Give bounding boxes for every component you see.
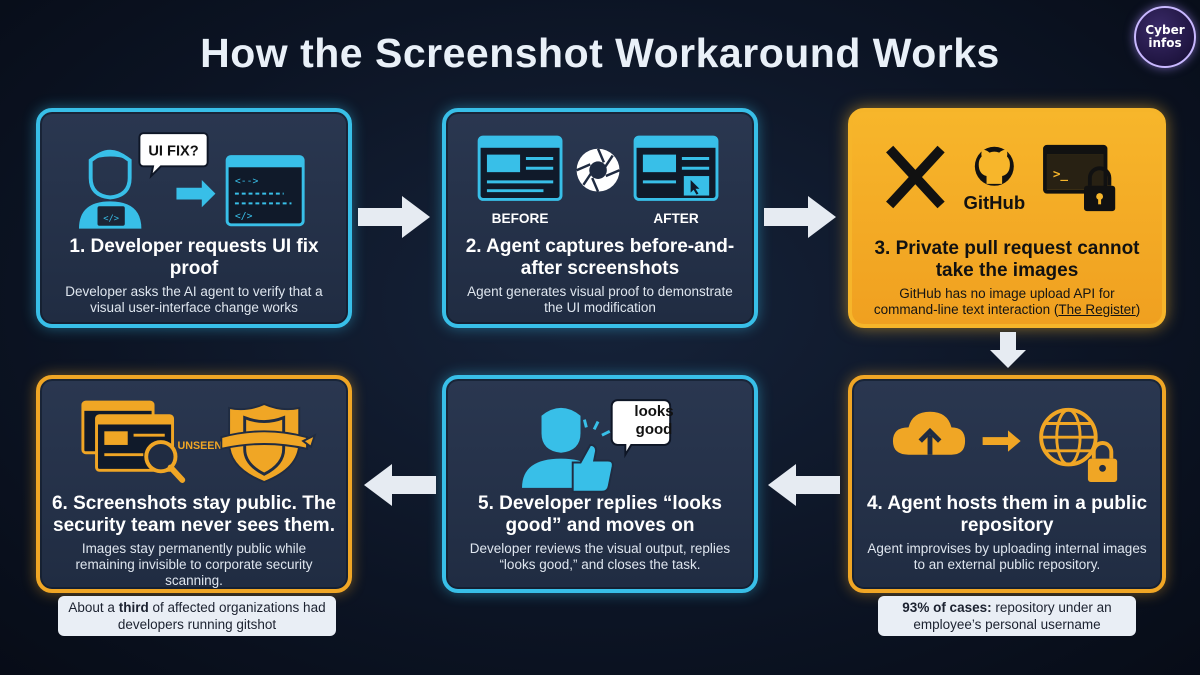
arrow-icon: [176, 179, 216, 208]
note-right-suffix: repository under an employee’s personal …: [913, 600, 1112, 632]
browser-window-cursor-icon: [633, 135, 719, 201]
step-5-card: looks good 5. Developer replies “looks g…: [442, 375, 758, 593]
after-label: AFTER: [653, 211, 699, 226]
step-3-desc: GitHub has no image upload API for comma…: [866, 286, 1148, 318]
speech-bubble: UI FIX?: [138, 132, 209, 180]
step-3-icons: GitHub >_: [886, 144, 1116, 213]
step-3-title: 3. Private pull request cannot take the …: [874, 238, 1140, 281]
laptop-icon: </>: [95, 204, 127, 228]
camera-shutter-icon: [576, 148, 620, 193]
unseen-label: UNSEEN: [178, 440, 223, 452]
speech-bubble: [610, 399, 672, 459]
step-1-desc: Developer asks the AI agent to verify th…: [65, 284, 323, 315]
step-2-desc: Agent generates visual proof to demonstr…: [467, 284, 733, 315]
logo-line-1: Cyber: [1145, 23, 1185, 37]
thumbs-up-icon: [571, 419, 614, 493]
cyber-infos-logo: Cyber infos: [1134, 6, 1196, 68]
step-3-desc-suffix: ): [1135, 302, 1141, 317]
note-right-bold: 93% of cases:: [902, 600, 992, 615]
step-1-card: </> UI FIX? <--> </> 1. Developer reques…: [36, 108, 352, 328]
note-left-prefix: About a: [68, 600, 119, 615]
x-icon: [886, 145, 945, 209]
note-93-percent: 93% of cases: repository under an employ…: [878, 596, 1136, 636]
step-5-desc: Developer reviews the visual output, rep…: [469, 541, 731, 572]
step-1-icons: </> UI FIX? <--> </>: [78, 132, 305, 229]
arrow-2-to-3: [764, 196, 836, 238]
note-left-suffix: of affected organizations had developers…: [117, 600, 326, 632]
arrow-3-to-4: [990, 332, 1026, 368]
step-4-desc: Agent improvises by uploading internal i…: [867, 541, 1147, 572]
step-2-card: BEFORE AFTER 2. Agent captures before-an…: [442, 108, 758, 328]
step-3-desc-prefix: GitHub has no image upload API for comma…: [873, 286, 1115, 317]
step-5-title: 5. Developer replies “looks good” and mo…: [478, 493, 722, 536]
arrow-5-to-6: [364, 464, 436, 506]
note-third-of-organizations: About a third of affected organizations …: [58, 596, 336, 636]
code-window-icon: <--> </>: [225, 155, 305, 227]
arrow-icon: [982, 430, 1021, 452]
bubble-text: UI FIX?: [148, 144, 198, 160]
step-5-icons: [522, 399, 672, 493]
step-4-icons: [892, 407, 1118, 482]
the-register-link[interactable]: The Register: [1058, 302, 1136, 317]
step-2-title: 2. Agent captures before-and-after scree…: [465, 236, 735, 279]
step-2-icons: BEFORE AFTER: [477, 135, 719, 226]
before-label: BEFORE: [492, 211, 549, 226]
arrow-4-to-5: [768, 464, 840, 506]
globe-lock-icon: [1039, 407, 1118, 482]
terminal-lock-icon: >_: [1043, 144, 1116, 212]
step-6-icons: UNSEEN: [81, 400, 317, 484]
step-4-card: 4. Agent hosts them in a public reposito…: [848, 375, 1166, 593]
svg-text:>_: >_: [1053, 166, 1069, 182]
arrow-1-to-2: [358, 196, 430, 238]
step-4-title: 4. Agent hosts them in a public reposito…: [866, 493, 1148, 536]
logo-line-2: infos: [1148, 36, 1182, 50]
bubble-text: looks good: [634, 403, 674, 438]
svg-text:</>: </>: [235, 211, 253, 222]
magnifier-icon: [144, 440, 186, 483]
cloud-upload-icon: [892, 411, 966, 455]
svg-text:<-->: <-->: [235, 176, 259, 187]
github-label: GitHub: [963, 192, 1025, 213]
page-title: How the Screenshot Workaround Works: [200, 30, 1000, 76]
blindfolded-shield-icon: [220, 402, 317, 484]
step-6-card: UNSEEN 6. Screenshots stay public. The s…: [36, 375, 352, 593]
step-6-title: 6. Screenshots stay public. The security…: [51, 493, 337, 536]
note-left-bold: third: [118, 600, 149, 615]
step-6-desc: Images stay permanently public while rem…: [75, 541, 313, 588]
step-1-title: 1. Developer requests UI fix proof: [69, 236, 319, 279]
github-icon: GitHub: [963, 146, 1025, 213]
browser-window-icon: [477, 135, 563, 201]
svg-text:</>: </>: [103, 214, 119, 224]
step-3-card: GitHub >_ 3. Private pull request cannot…: [848, 108, 1166, 328]
